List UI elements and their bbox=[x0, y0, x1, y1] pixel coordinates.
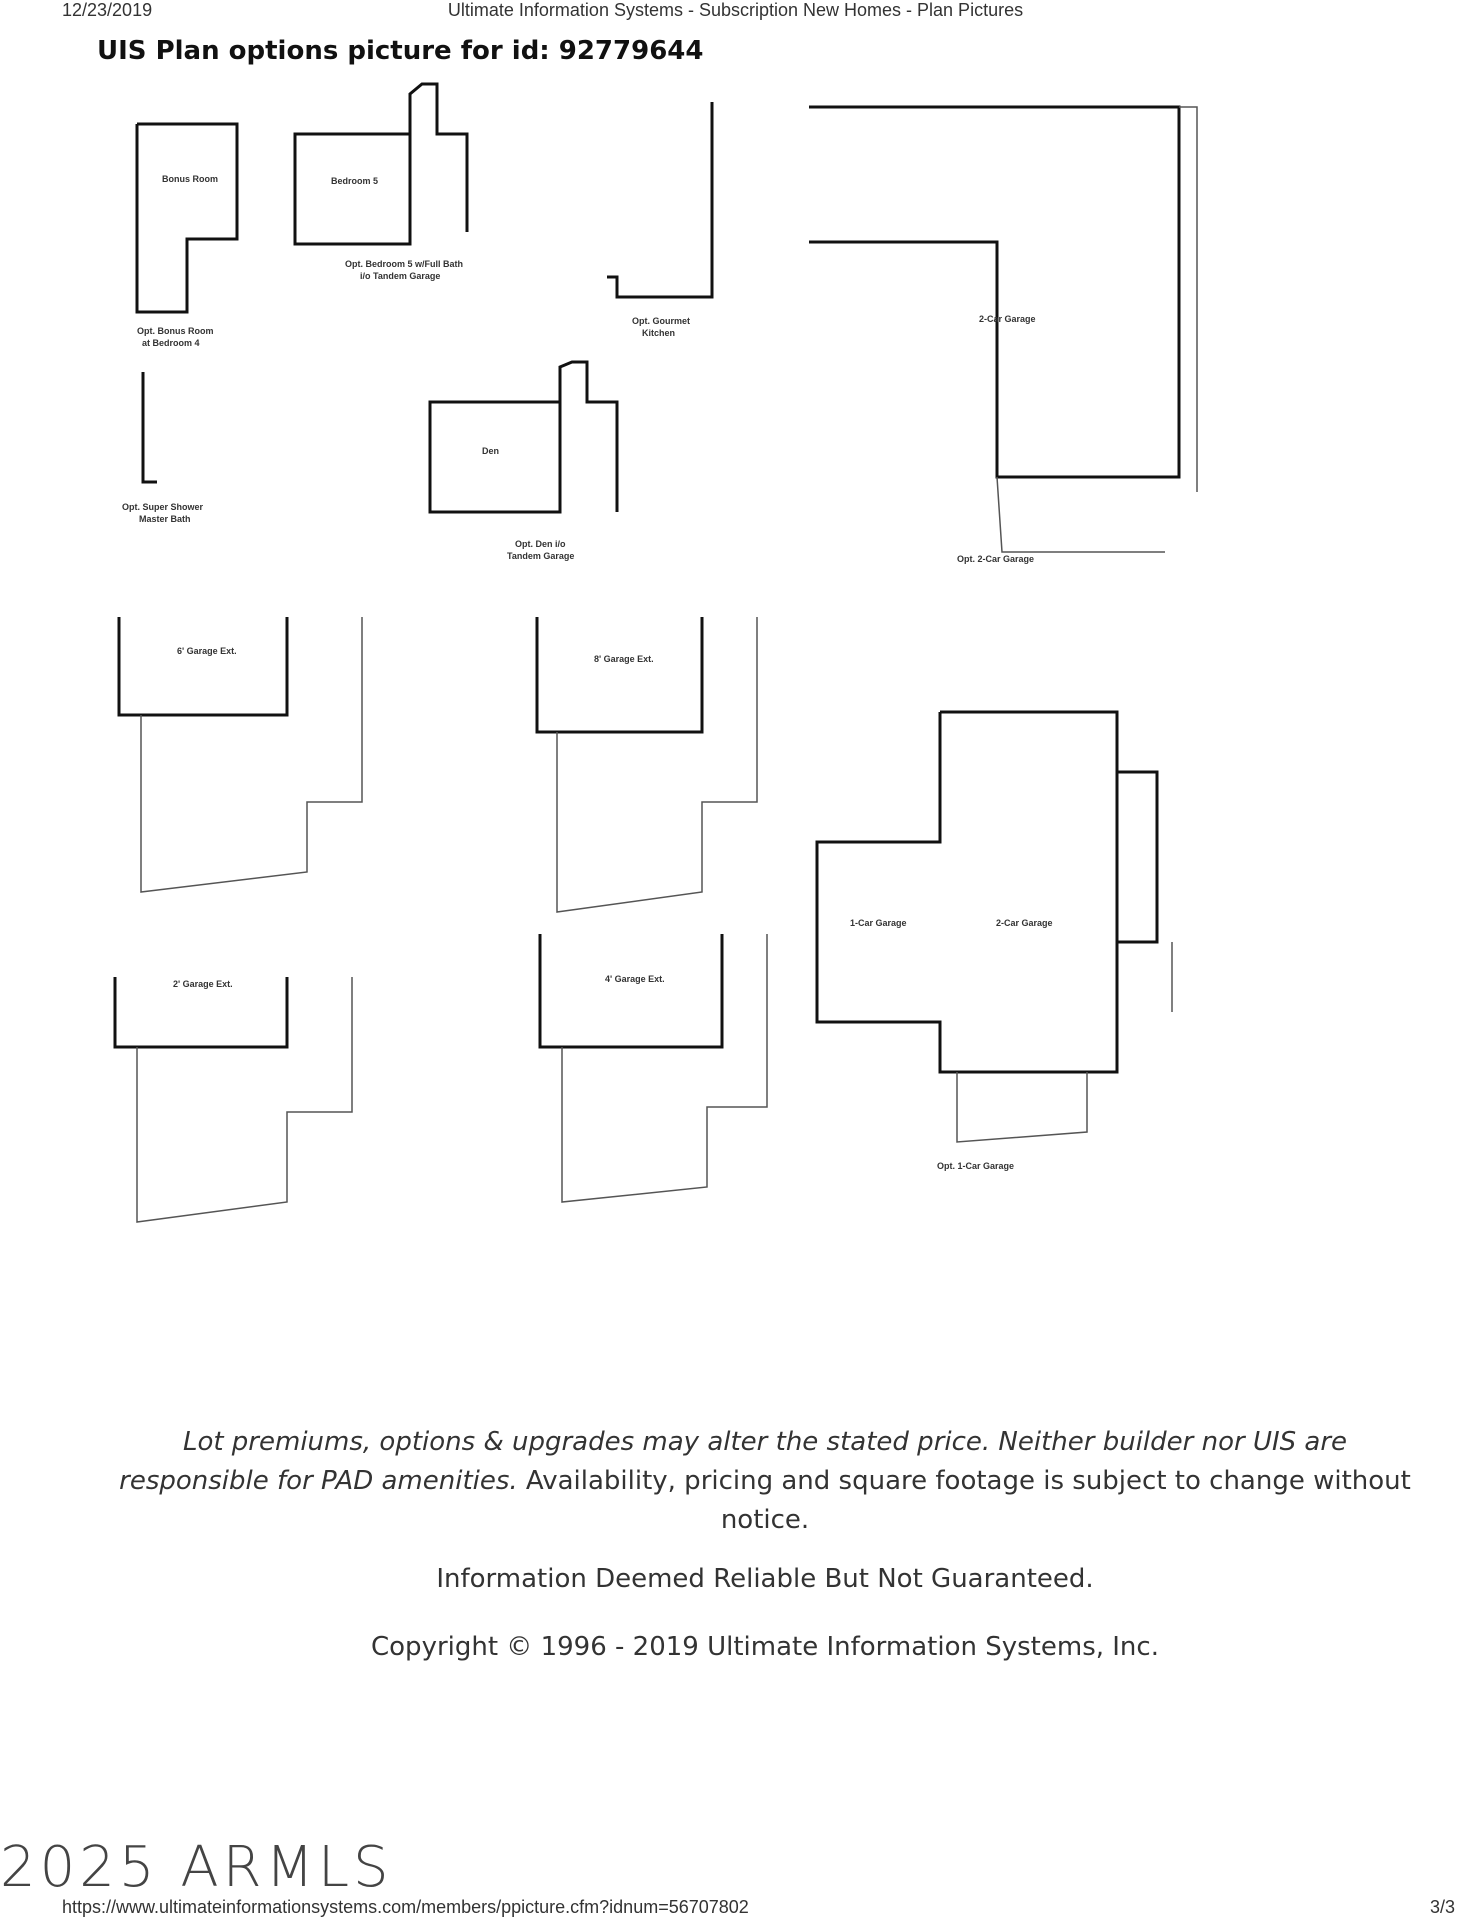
bedroom5-label: Bedroom 5 bbox=[331, 176, 378, 186]
disclaimer: Lot premiums, options & upgrades may alt… bbox=[110, 1423, 1420, 1540]
disclaimer-regular: Availability, pricing and square footage… bbox=[517, 1466, 1411, 1535]
one-car-garage-label: 1-Car Garage bbox=[850, 918, 907, 928]
floor-plan-drawing: Bonus Room Opt. Bonus Room at Bedroom 4 … bbox=[113, 82, 1198, 1223]
kitchen-wall bbox=[607, 102, 714, 299]
shower-caption-1: Opt. Super Shower bbox=[122, 502, 204, 512]
garage-ext-6-apron bbox=[140, 617, 363, 893]
bedroom5-caption-1: Opt. Bedroom 5 w/Full Bath bbox=[345, 259, 463, 269]
garage-ext-4-label: 4' Garage Ext. bbox=[605, 974, 665, 984]
side-room-wall bbox=[1117, 770, 1159, 944]
one-car-apron bbox=[956, 1072, 1088, 1143]
garage-ext-8-label: 8' Garage Ext. bbox=[594, 654, 654, 664]
bedroom5-bath-wall bbox=[408, 82, 469, 232]
print-date: 12/23/2019 bbox=[62, 0, 153, 20]
bedroom5-caption-2: i/o Tandem Garage bbox=[360, 271, 440, 281]
kitchen-caption-1: Opt. Gourmet bbox=[632, 316, 690, 326]
page-url: https://www.ultimateinformationsystems.c… bbox=[62, 1897, 749, 1917]
bedroom5-wall bbox=[293, 132, 412, 246]
disclaimer-italic: Lot premiums, options & upgrades may alt… bbox=[119, 1427, 1348, 1496]
bonus-room-label: Bonus Room bbox=[162, 174, 218, 184]
armls-watermark: 2025 ARMLS bbox=[0, 1835, 393, 1900]
opt-one-car-garage-caption: Opt. 1-Car Garage bbox=[937, 1161, 1014, 1171]
floor-plan-options-image: Bonus Room Opt. Bonus Room at Bedroom 4 … bbox=[97, 72, 1232, 1242]
den-label: Den bbox=[482, 446, 499, 456]
copyright-notice: Copyright © 1996 - 2019 Ultimate Informa… bbox=[371, 1632, 1159, 1662]
print-title: Ultimate Information Systems - Subscript… bbox=[447, 0, 1024, 20]
opt-two-car-apron bbox=[996, 476, 1165, 553]
two-car-garage-b-label: 2-Car Garage bbox=[996, 918, 1053, 928]
bonus-caption-1: Opt. Bonus Room bbox=[137, 326, 214, 336]
den-caption-1: Opt. Den i/o bbox=[515, 539, 566, 549]
garage-side-line bbox=[1179, 106, 1198, 492]
page-number: 3/3 bbox=[1429, 1897, 1455, 1917]
page-title: UIS Plan options picture for id: 9277964… bbox=[97, 36, 704, 66]
reliability-notice: Information Deemed Reliable But Not Guar… bbox=[436, 1564, 1094, 1594]
garage-ext-6-wall bbox=[117, 617, 289, 717]
garage-ext-4-wall bbox=[538, 934, 724, 1049]
garage-ext-8-wall bbox=[535, 617, 704, 734]
garage-ext-2-apron bbox=[136, 977, 353, 1223]
bonus-room-wall bbox=[135, 122, 239, 314]
garage-ext-2-wall bbox=[113, 977, 289, 1049]
garage-ext-8-apron bbox=[556, 617, 758, 913]
kitchen-caption-2: Kitchen bbox=[642, 328, 675, 338]
one-car-garage-wall bbox=[815, 710, 1119, 1074]
shower-wall bbox=[141, 372, 157, 484]
den-wall bbox=[428, 400, 562, 514]
opt-two-car-garage-caption: Opt. 2-Car Garage bbox=[957, 554, 1034, 564]
garage-ext-2-label: 2' Garage Ext. bbox=[173, 979, 233, 989]
two-car-garage-wall bbox=[809, 105, 1181, 479]
two-car-garage-label: 2-Car Garage bbox=[979, 314, 1036, 324]
den-caption-2: Tandem Garage bbox=[507, 551, 574, 561]
garage-ext-4-apron bbox=[561, 934, 768, 1203]
garage-ext-6-label: 6' Garage Ext. bbox=[177, 646, 237, 656]
den-bath-wall bbox=[558, 360, 619, 512]
shower-caption-2: Master Bath bbox=[139, 514, 191, 524]
bonus-caption-2: at Bedroom 4 bbox=[142, 338, 200, 348]
